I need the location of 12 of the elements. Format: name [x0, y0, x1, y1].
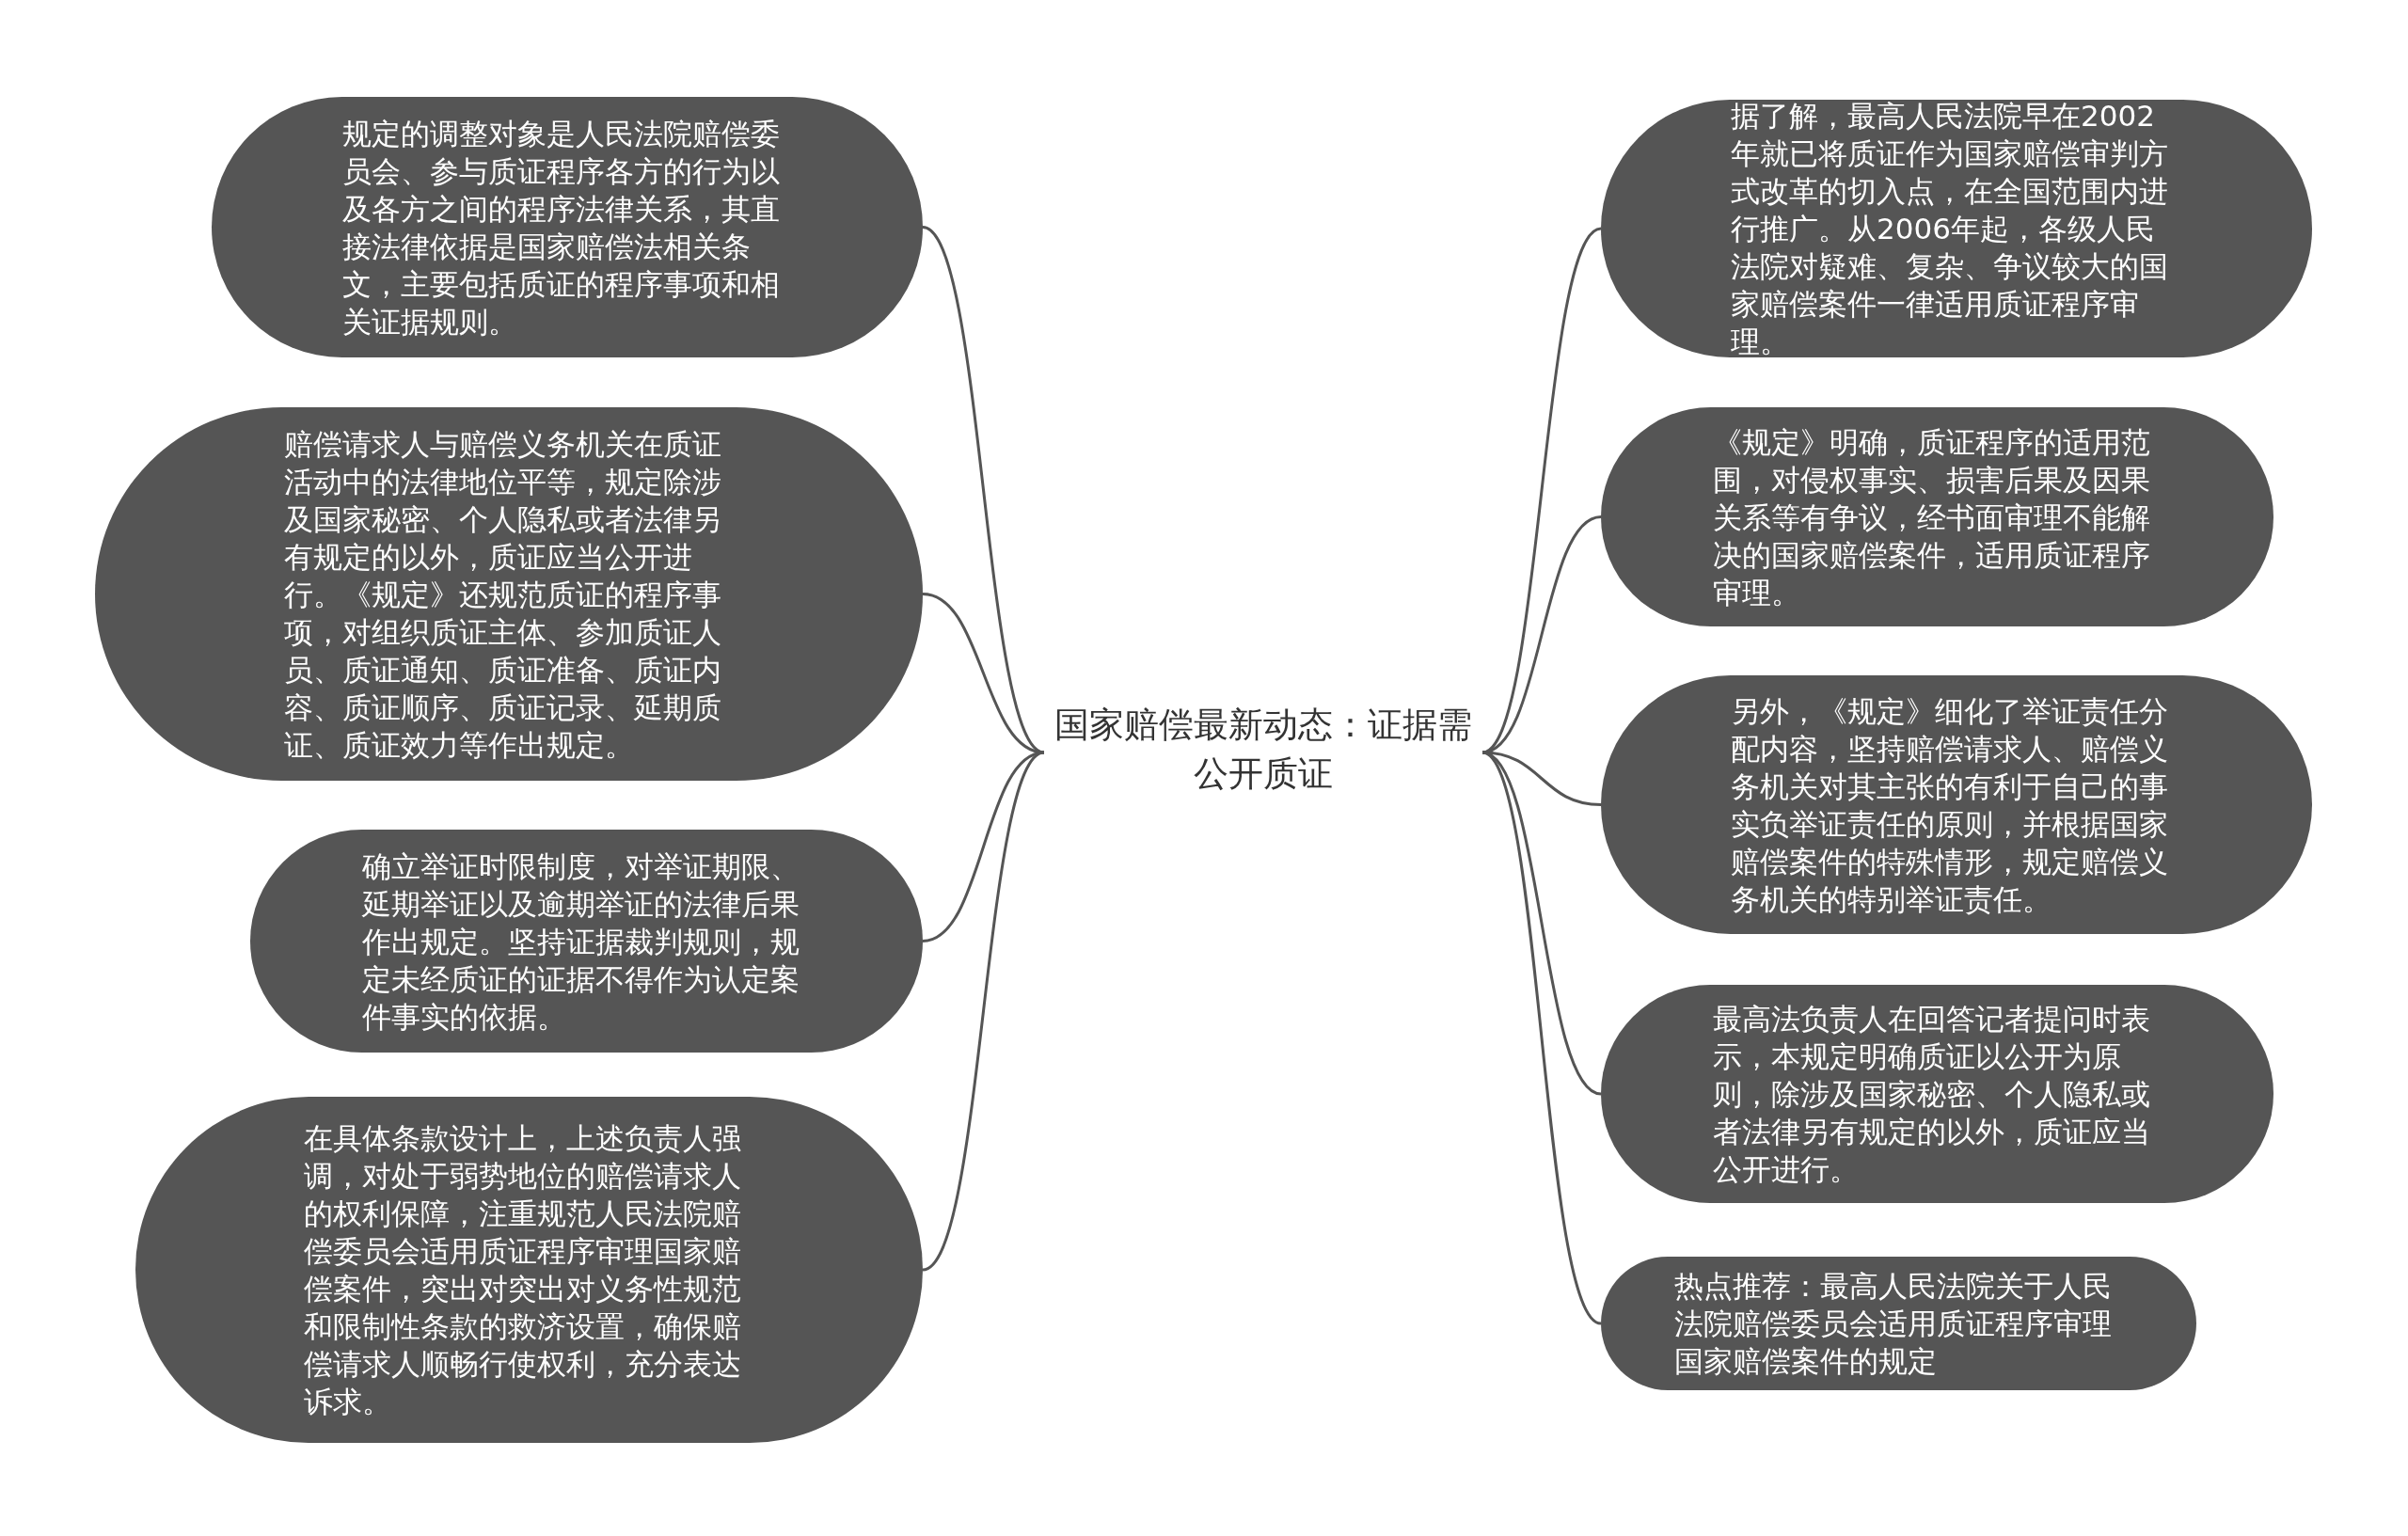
connector-line — [922, 593, 1045, 754]
topic-text: 《规定》明确，质证程序的适用范围，对侵权事实、损害后果及因果关系等有争议，经书面审理不能解决的国家赔偿案件，适用质证程序审理。 — [1713, 423, 2150, 611]
topic-text: 另外，《规定》细化了举证责任分配内容，坚持赔偿请求人、赔偿义务机关对其主张的有利于自己的事实负举证责任的原则，并根据国家赔偿案件的特殊情形，规定赔偿义务机关的特别举证责任。 — [1731, 692, 2168, 918]
topic-text: 热点推荐：最高人民法院关于人民法院赔偿委员会适用质证程序审理国家赔偿案件的规定 — [1674, 1268, 2112, 1380]
topic-text: 在具体条款设计上，上述负责人强调，对处于弱势地位的赔偿请求人的权利保障，注重规范人民法院赔偿委员会适用质证程序审理国家赔偿案件，突出对突出对义务性规范和限制性条款的救济设置，确保赔偿请求人顺畅行使权利，充分表达诉求。 — [304, 1120, 741, 1420]
topic-text: 赔偿请求人与赔偿义务机关在质证活动中的法律地位平等，规定除涉及国家秘密、个人隐私或者法律另有规定的以外，质证应当公开进行。《规定》还规范质证的程序事项，对组织质证主体、参加质证人员、质证通知、质证准备、质证内容、质证顺序、质证记录、延期质证、质证效力等作出规定。 — [284, 425, 721, 764]
connector-line — [922, 751, 1045, 1272]
connector-line — [1481, 515, 1602, 754]
topic-text: 规定的调整对象是人民法院赔偿委员会、参与质证程序各方的行为以及各方之间的程序法律关系，其直接法律依据是国家赔偿法相关条文，主要包括质证的程序事项和相关证据规则。 — [342, 115, 780, 340]
topic-text: 据了解，最高人民法院早在2002年就已将质证作为国家赔偿审判方式改革的切入点，在全国范围内进行推广。从2006年起，各级人民法院对疑难、复杂、争议较大的国家赔偿案件一律适用质证程序审理。 — [1731, 98, 2168, 360]
topic-text: 确立举证时限制度，对举证期限、延期举证以及逾期举证的法律后果作出规定。坚持证据裁判规则，规定未经质证的证据不得作为认定案件事实的依据。 — [362, 847, 800, 1036]
topic-text: 最高法负责人在回答记者提问时表示，本规定明确质证以公开为原则，除涉及国家秘密、个人隐私或者法律另有规定的以外，质证应当公开进行。 — [1713, 1001, 2150, 1188]
